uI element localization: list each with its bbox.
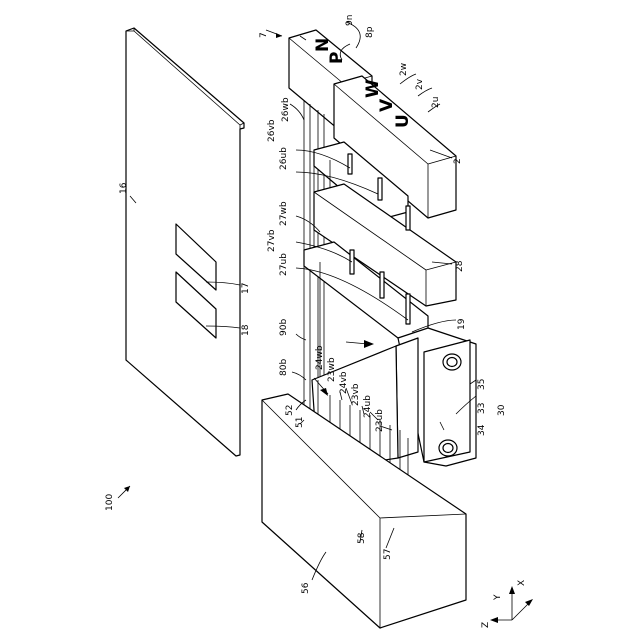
letter-w: W	[363, 79, 383, 98]
label-51: 51	[295, 417, 305, 428]
label-27ub: 27ub	[279, 253, 289, 276]
label-24vb: 24vb	[339, 371, 349, 394]
label-23wb: 23wb	[327, 357, 337, 382]
label-16: 16	[119, 182, 129, 194]
label-90b: 90b	[279, 319, 289, 336]
label-27wb: 27wb	[279, 201, 289, 226]
letter-u: U	[393, 114, 413, 128]
board-16	[126, 28, 244, 456]
label-19: 19	[457, 318, 467, 330]
label-27vb: 27vb	[267, 229, 277, 252]
axis-z-label: Z	[481, 622, 491, 628]
label-2w: 2w	[399, 63, 409, 76]
label-80b: 80b	[279, 359, 289, 376]
label-26wb: 26wb	[281, 97, 291, 122]
label-52: 52	[285, 405, 295, 416]
label-7: 7	[259, 32, 269, 38]
label-23vb: 23vb	[351, 383, 361, 406]
axis-x-label: X	[517, 580, 527, 586]
label-2: 2	[453, 158, 463, 164]
label-17: 17	[241, 283, 251, 294]
label-24wb: 24wb	[315, 345, 325, 370]
label-9n: 9n	[345, 15, 355, 26]
label-24ub: 24ub	[363, 395, 373, 418]
letter-n: N	[313, 38, 333, 52]
label-8p: 8p	[365, 26, 375, 38]
axis-y-label: Y	[493, 594, 503, 601]
label-28: 28	[455, 260, 465, 272]
label-57: 57	[383, 549, 393, 560]
label-23ub: 23ub	[375, 409, 385, 432]
label-34: 34	[477, 424, 487, 436]
label-56: 56	[301, 582, 311, 594]
label-26vb: 26vb	[267, 119, 277, 142]
axes-indicator: X Y Z	[481, 580, 533, 628]
label-100: 100	[105, 494, 115, 511]
label-33: 33	[477, 403, 487, 414]
label-26ub: 26ub	[279, 147, 289, 170]
label-30: 30	[497, 404, 507, 416]
label-2u: 2u	[431, 97, 441, 108]
label-18: 18	[241, 324, 251, 336]
label-2v: 2v	[415, 78, 425, 90]
letter-v: V	[377, 98, 397, 112]
label-35: 35	[477, 379, 487, 390]
label-58: 58	[357, 532, 367, 544]
letter-p: P	[327, 52, 347, 64]
